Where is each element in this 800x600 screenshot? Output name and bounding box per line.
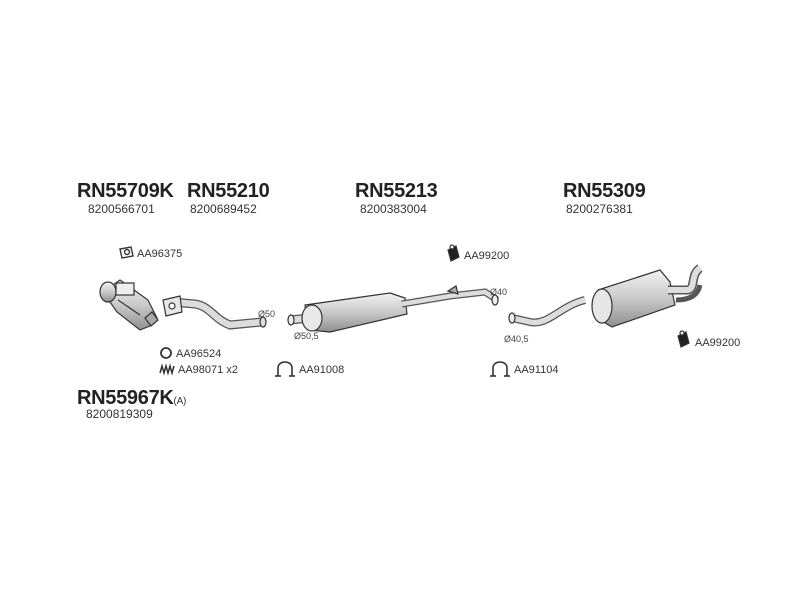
catalyst-oem: 8200566701 bbox=[88, 202, 155, 216]
clamp-icon bbox=[490, 361, 510, 377]
hanger-label-2: AA99200 bbox=[695, 337, 741, 349]
clamp-label-2: AA91104 bbox=[514, 364, 559, 376]
middle-silencer-code: RN55213 bbox=[355, 180, 438, 202]
clamp-label-1: AA91008 bbox=[299, 364, 345, 376]
hanger-label-1: AA99200 bbox=[464, 250, 510, 262]
front-pipe-part bbox=[162, 295, 267, 330]
spring-icon bbox=[159, 363, 175, 376]
ring-gasket-label: AA96524 bbox=[176, 348, 222, 360]
rear-silencer-part bbox=[508, 264, 704, 328]
catalyst-part bbox=[99, 279, 159, 331]
middle-silencer-part bbox=[287, 285, 499, 333]
diameter-label-1: Ø50 bbox=[258, 309, 276, 319]
front-pipe-code: RN55210 bbox=[187, 180, 270, 202]
diameter-label-2: Ø50,5 bbox=[294, 331, 319, 341]
ring-gasket-icon bbox=[160, 347, 172, 359]
rear-silencer-code: RN55309 bbox=[563, 180, 646, 202]
middle-silencer-oem: 8200383004 bbox=[360, 202, 427, 216]
kit-code: RN55967K(A) bbox=[77, 387, 186, 410]
clamp-icon bbox=[275, 361, 295, 377]
gasket-label: AA96375 bbox=[137, 248, 183, 260]
front-pipe-oem: 8200689452 bbox=[190, 202, 257, 216]
diameter-label-4: Ø40,5 bbox=[504, 334, 529, 344]
gasket-icon bbox=[119, 246, 134, 259]
spring-label: AA98071 x2 bbox=[178, 364, 238, 376]
hanger-icon bbox=[447, 244, 460, 262]
catalyst-code: RN55709K bbox=[77, 180, 174, 202]
kit-suffix: (A) bbox=[173, 396, 187, 407]
diameter-label-3: Ø40 bbox=[490, 287, 508, 297]
hanger-icon bbox=[677, 330, 690, 348]
rear-silencer-oem: 8200276381 bbox=[566, 202, 633, 216]
kit-code-text: RN55967K bbox=[77, 387, 174, 409]
kit-oem: 8200819309 bbox=[86, 407, 153, 421]
